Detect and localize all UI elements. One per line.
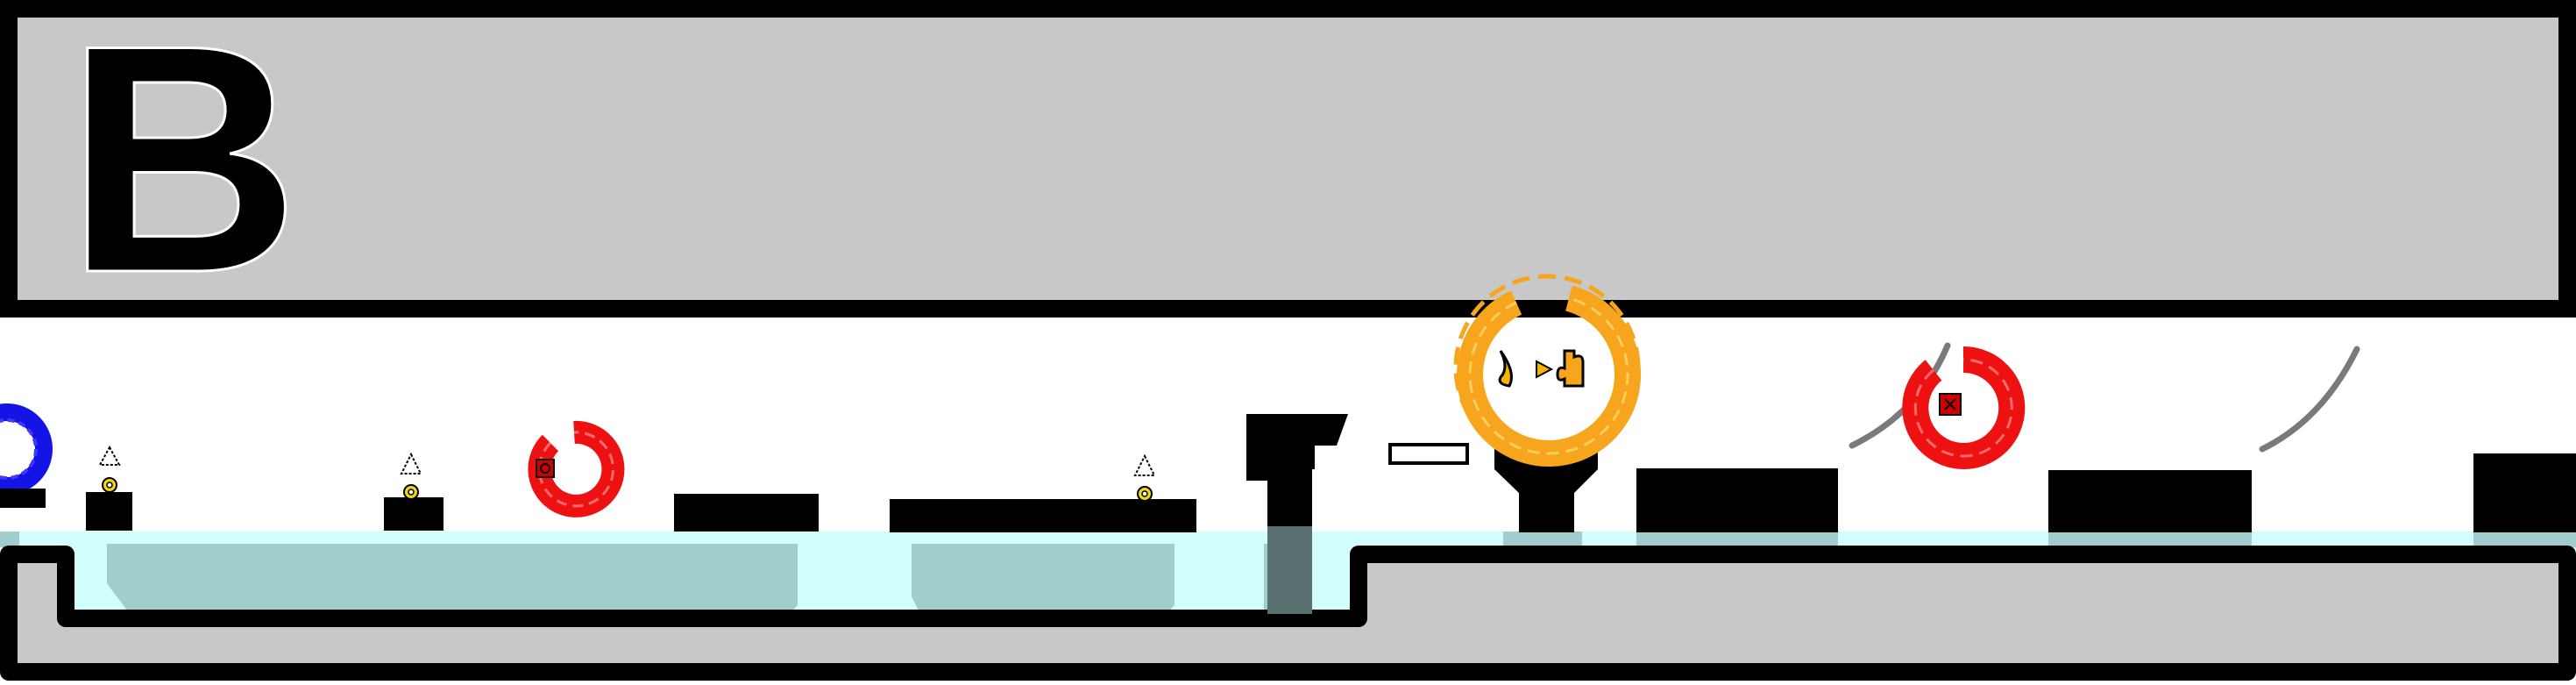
red-key-icon: [536, 459, 555, 478]
platform-3: [674, 494, 819, 532]
red-key-icon: [1939, 393, 1962, 416]
platform-edge-right: [2473, 453, 2576, 532]
bottom-frame: [0, 546, 2576, 681]
water-shade-4: [1503, 532, 1582, 547]
red-portal-2[interactable]: [1902, 346, 2026, 469]
blue-portal[interactable]: [0, 403, 53, 495]
tower-base: [1267, 526, 1312, 614]
water-shade-2: [912, 544, 1174, 614]
warning-triangle-icon: [1133, 453, 1156, 476]
edge-ledge-left: [0, 489, 46, 508]
red-portal-1[interactable]: [528, 420, 625, 517]
spawn-marker-2[interactable]: [400, 452, 422, 500]
water-shade-7: [2473, 532, 2576, 547]
spawn-marker-3[interactable]: [1133, 453, 1156, 502]
banana-to-puzzle-icon: [1498, 349, 1585, 388]
platform-4: [890, 499, 1196, 532]
water-shade-8: [0, 532, 19, 547]
water-shade-1: [107, 544, 798, 614]
block-1: [86, 492, 132, 531]
curved-rail-2: [2259, 346, 2360, 453]
block-2: [384, 497, 444, 531]
spawn-marker-1[interactable]: [98, 445, 121, 493]
platform-6: [2048, 470, 2252, 532]
wall-outline-bar: [1388, 443, 1469, 465]
top-frame: [0, 0, 2576, 318]
orange-portal[interactable]: [1453, 274, 1642, 467]
warning-triangle-icon: [98, 445, 121, 466]
platform-5: [1636, 468, 1838, 532]
level-label: B: [65, 0, 302, 340]
partial-ring-icon: [0, 436, 15, 453]
water-shade-5: [1636, 532, 1838, 547]
funnel-pillar: [1494, 446, 1598, 532]
warning-triangle-icon: [400, 452, 422, 475]
water-shade-6: [2048, 532, 2252, 547]
